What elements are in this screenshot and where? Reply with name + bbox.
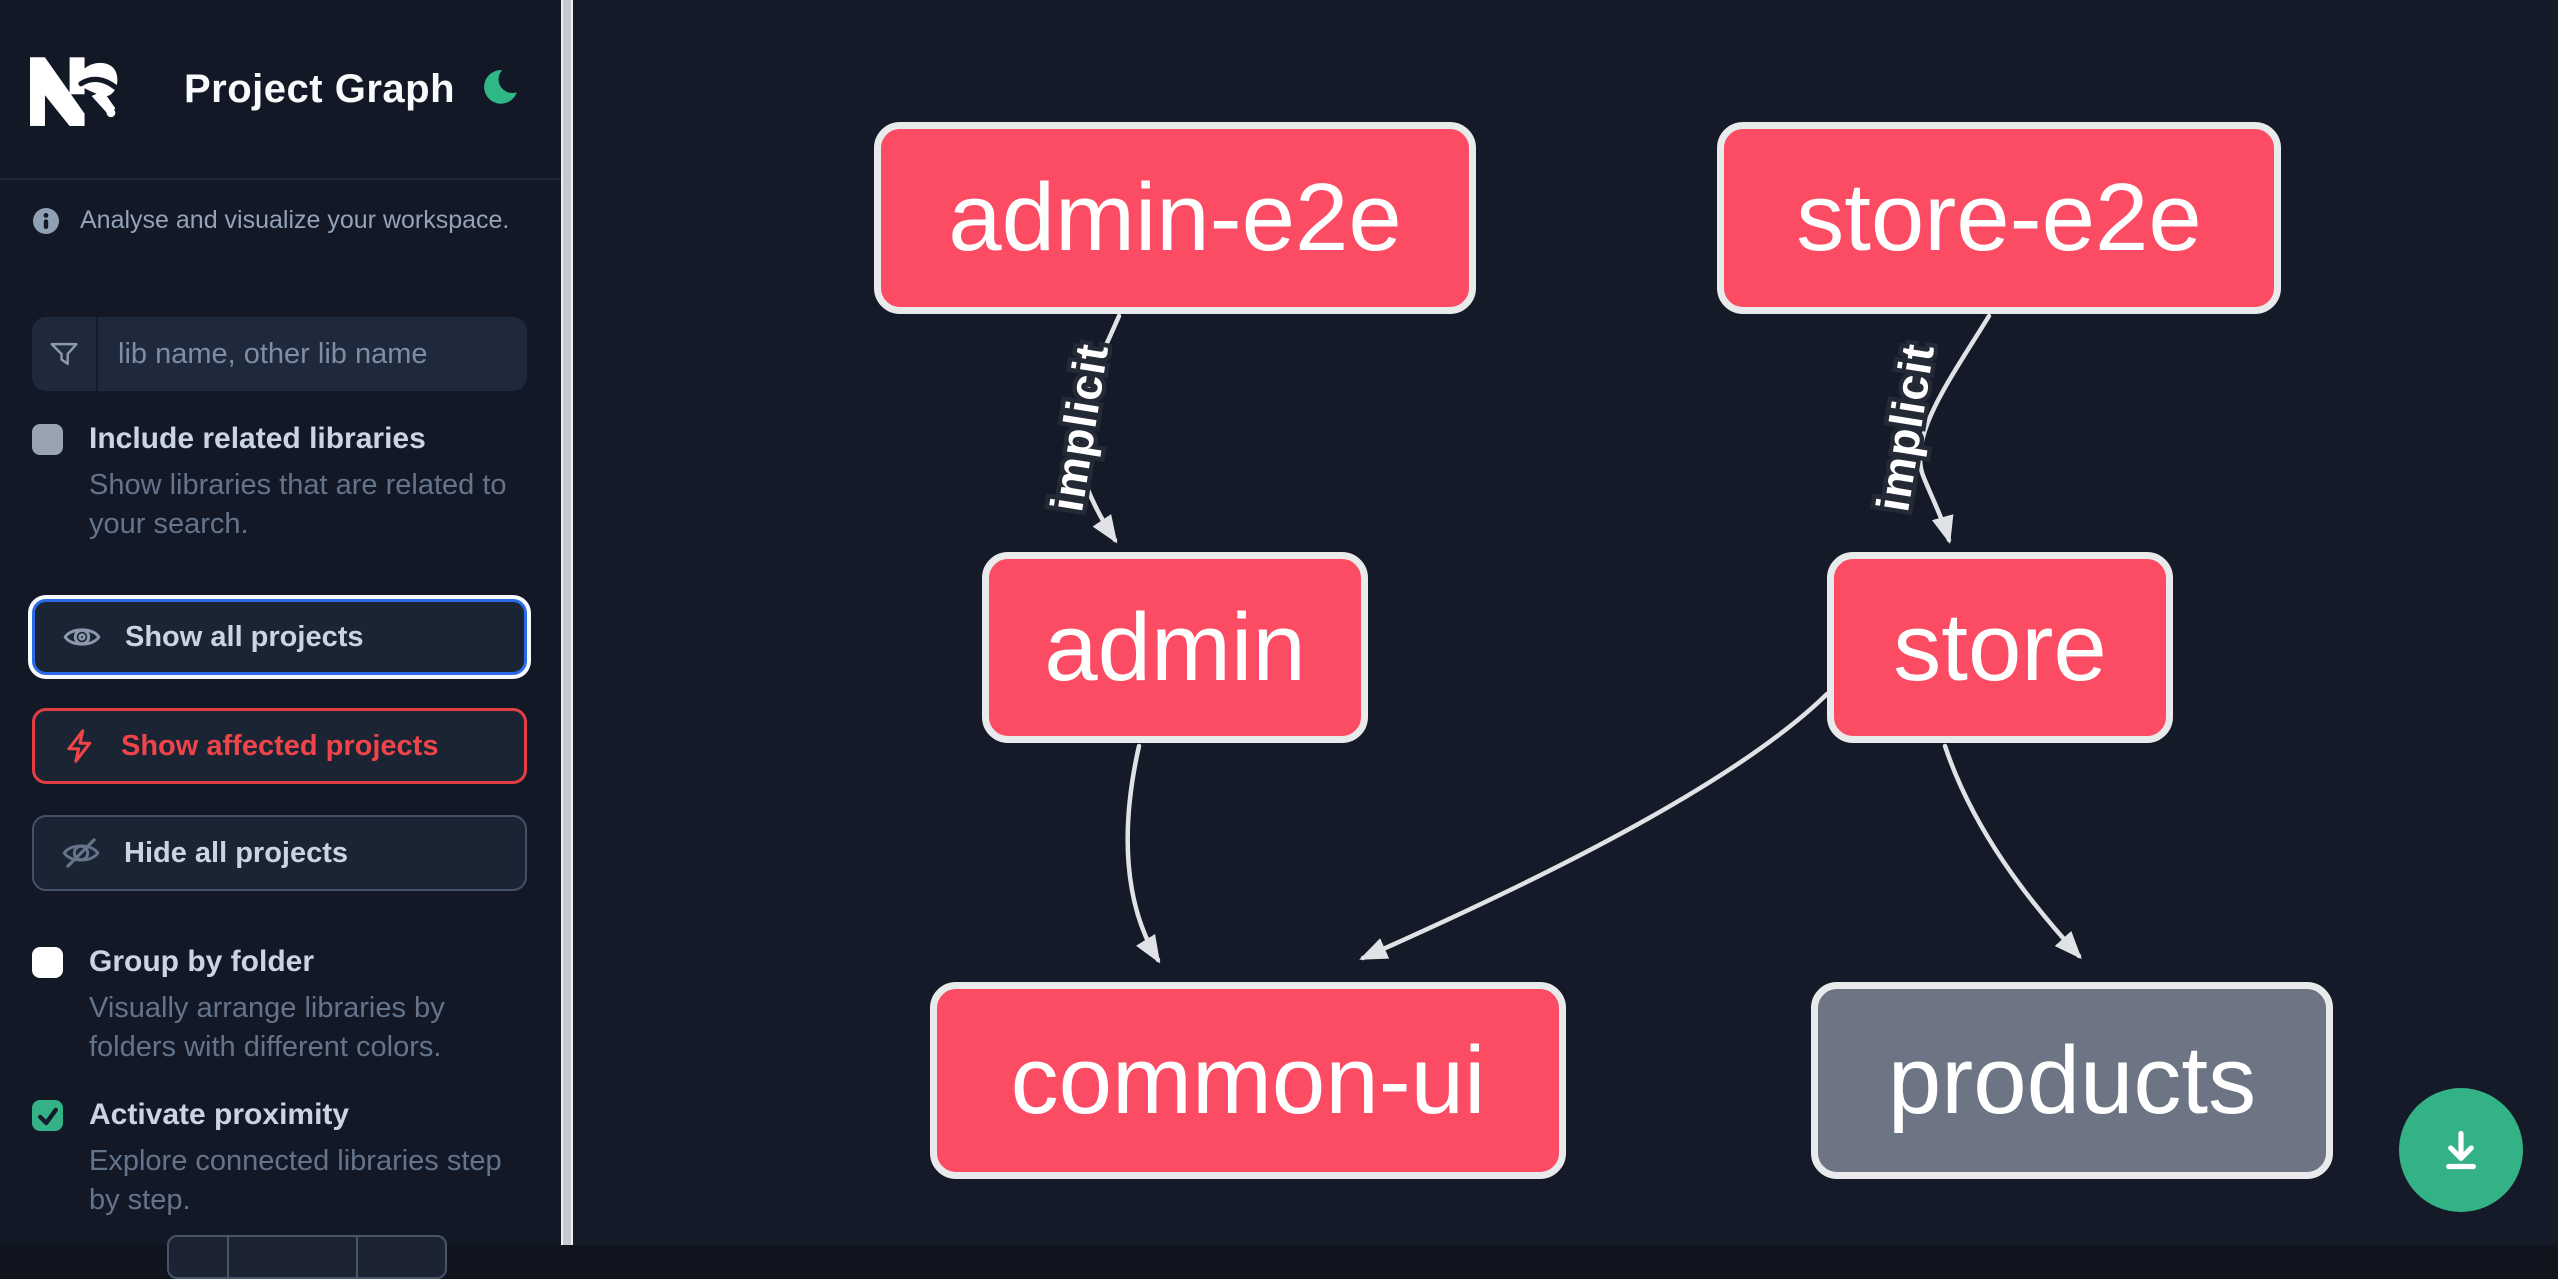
theme-toggle-button[interactable] [477, 67, 521, 111]
project-node-admin-e2e[interactable]: admin-e2e [874, 122, 1476, 314]
eye-off-icon [62, 838, 100, 868]
option-description: Show libraries that are related to your … [89, 469, 507, 540]
button-label: Hide all projects [124, 836, 349, 869]
option-label: Group by folder [89, 945, 314, 978]
option-include-related-libraries[interactable]: Include related libraries Show libraries… [32, 421, 527, 544]
app-title: Project Graph [184, 66, 456, 111]
graph-canvas[interactable]: implicit implicit admin-e2e store-e2e ad… [573, 0, 2558, 1245]
header-divider [0, 178, 561, 180]
project-node-label: store [1893, 593, 2107, 701]
project-node-common-ui[interactable]: common-ui [930, 982, 1566, 1179]
sidebar-header: Project Graph [0, 0, 561, 178]
info-icon [33, 207, 59, 234]
hide-all-projects-button[interactable]: Hide all projects [32, 815, 527, 891]
project-node-label: common-ui [1010, 1026, 1486, 1134]
project-node-store[interactable]: store [1827, 552, 2173, 743]
bolt-icon [67, 729, 92, 763]
option-description: Visually arrange libraries by folders wi… [89, 992, 445, 1063]
edge-store-e2e-store [1917, 313, 1992, 545]
project-node-admin[interactable]: admin [982, 552, 1368, 743]
project-node-label: products [1887, 1026, 2257, 1134]
nx-logo [30, 57, 118, 126]
download-icon [2446, 1130, 2476, 1170]
search-input[interactable] [98, 317, 527, 391]
checkbox-activate-proximity[interactable] [32, 1100, 63, 1131]
download-image-button[interactable] [2399, 1088, 2523, 1212]
eye-icon [63, 628, 101, 646]
project-node-store-e2e[interactable]: store-e2e [1717, 122, 2281, 314]
button-label: Show all projects [125, 620, 364, 653]
project-node-label: store-e2e [1796, 164, 2202, 271]
option-description: Explore connected libraries step by step… [89, 1145, 502, 1216]
checkbox-group-by-folder[interactable] [32, 947, 63, 978]
show-all-projects-button[interactable]: Show all projects [32, 599, 527, 675]
option-label: Include related libraries [89, 422, 426, 455]
sidebar: Project Graph Analyse and visualize your… [0, 0, 561, 1279]
check-icon [37, 1107, 58, 1125]
edge-store-products [1942, 743, 2082, 960]
moon-icon [484, 70, 517, 104]
proximity-decrement-segment[interactable] [169, 1237, 229, 1277]
edge-admin-e2e-admin [1074, 313, 1122, 544]
show-affected-projects-button[interactable]: Show affected projects [32, 708, 527, 784]
sidebar-scrollbar[interactable] [561, 0, 573, 1245]
project-node-label: admin-e2e [948, 164, 1402, 271]
option-label: Activate proximity [89, 1098, 350, 1131]
proximity-value-segment[interactable] [229, 1237, 359, 1277]
edge-label-implicit: implicit [1866, 340, 1944, 515]
tagline-text: Analyse and visualize your workspace. [80, 206, 510, 234]
tagline-row: Analyse and visualize your workspace. [32, 206, 527, 235]
filter-funnel-icon [50, 342, 78, 366]
button-label: Show affected projects [121, 729, 439, 762]
proximity-depth-control[interactable] [167, 1235, 447, 1279]
option-group-by-folder[interactable]: Group by folder Visually arrange librari… [32, 944, 527, 1067]
edge-label-implicit: implicit [1040, 340, 1118, 515]
project-node-products[interactable]: products [1811, 982, 2333, 1179]
checkbox-include-related[interactable] [32, 424, 63, 455]
project-node-label: admin [1044, 593, 1306, 701]
filter-icon-cell [32, 317, 98, 391]
edge-store-common-ui [1359, 691, 1830, 961]
proximity-increment-segment[interactable] [358, 1237, 445, 1277]
search-box [32, 317, 527, 391]
option-activate-proximity[interactable]: Activate proximity Explore connected lib… [32, 1097, 527, 1220]
edge-admin-common-ui [1125, 743, 1161, 964]
